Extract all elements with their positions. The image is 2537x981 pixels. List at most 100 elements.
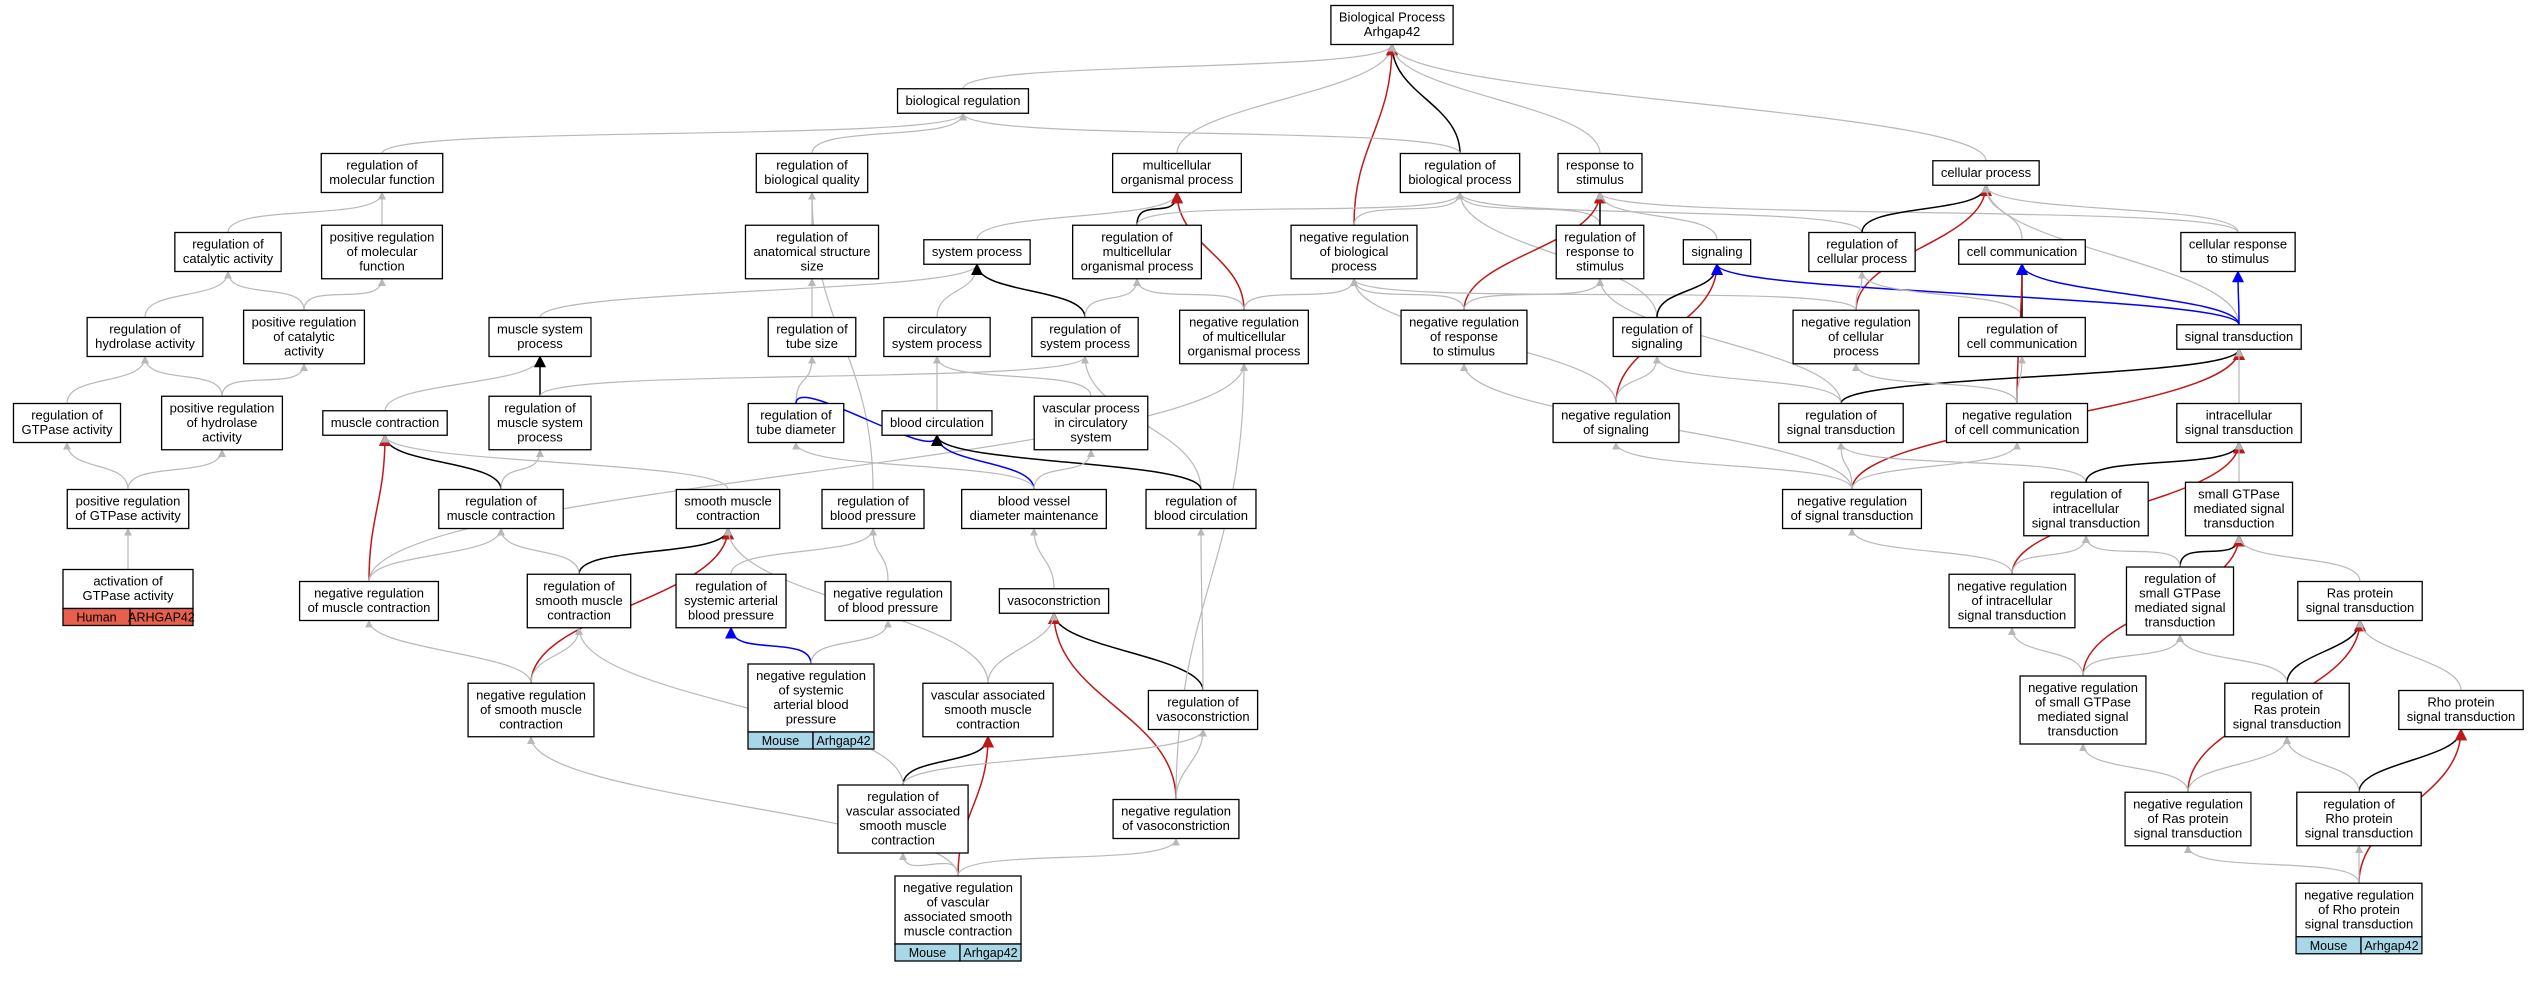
go-term-node-vasoconstriction[interactable]: vasoconstriction	[998, 588, 1110, 614]
term-box	[821, 488, 925, 530]
edge-is-a	[1084, 277, 1141, 318]
edge-is-a	[962, 43, 1396, 89]
term-box	[438, 488, 564, 530]
go-term-node-muscle-contraction[interactable]: muscle contraction	[322, 410, 448, 436]
term-box	[1958, 316, 2086, 358]
go-term-node-signal-transduction[interactable]: signal transduction	[2176, 324, 2302, 350]
term-box	[755, 152, 869, 194]
go-term-node-blood-circulation[interactable]: blood circulation	[881, 410, 993, 436]
term-label-line: hydrolase activity	[95, 336, 195, 351]
edge-is-a	[1456, 191, 1601, 226]
term-label-line: stimulus	[1576, 258, 1624, 273]
edge-regulates	[1711, 263, 2240, 326]
term-label-line: system process	[1040, 336, 1131, 351]
go-term-node-cell-communication[interactable]: cell communication	[1958, 239, 2086, 265]
go-term-node-biological-regulation[interactable]: biological regulation	[896, 88, 1030, 114]
edge-part-of	[1656, 263, 1723, 318]
term-label-line: vasoconstriction	[1156, 709, 1249, 724]
term-label-line: regulation of	[867, 789, 939, 804]
term-label-line: response to	[1566, 244, 1634, 259]
term-label-line: signal transduction	[2185, 422, 2293, 437]
edge-is-a	[1855, 270, 1866, 311]
edge-is-a	[539, 355, 1089, 397]
go-term-node-cellular-process[interactable]: cellular process	[1932, 160, 2040, 186]
term-label-line: contraction	[499, 716, 563, 731]
term-label-line: negative regulation	[2304, 887, 2414, 902]
edge-is-a	[1136, 191, 1464, 226]
edge-is-a	[1615, 355, 1661, 404]
edge-is-a	[2082, 634, 2184, 677]
go-term-node-system-process[interactable]: system process	[923, 239, 1031, 265]
term-label-line: activity	[284, 343, 324, 358]
term-label-line: to stimulus	[1433, 343, 1496, 358]
term-label-line: Arhgap42	[1364, 24, 1420, 39]
go-term-node-signaling[interactable]: signaling	[1682, 239, 1752, 265]
term-label-line: organismal process	[1121, 172, 1234, 187]
